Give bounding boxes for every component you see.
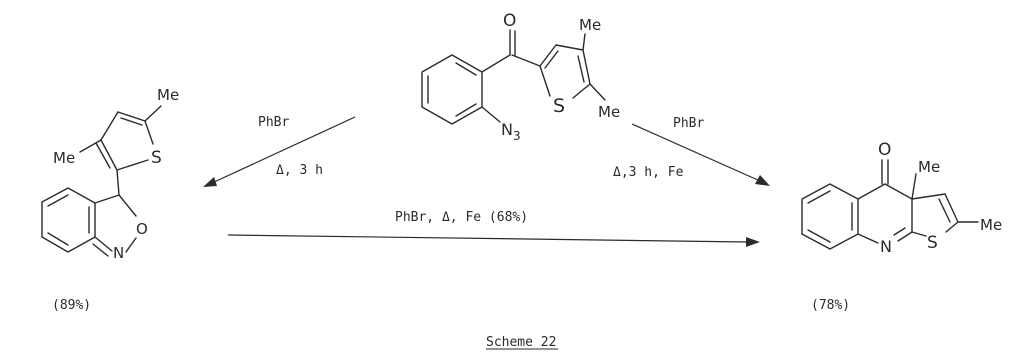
left-thiophene-bond (100, 111, 119, 141)
right-thiophene-bond (945, 221, 959, 233)
left-isoxazole-bond (94, 236, 113, 252)
right-thiophene-bond (911, 231, 927, 237)
right-ring-bond (897, 231, 913, 242)
right-sulfur-label: S (927, 233, 938, 253)
right-ring-bond (893, 227, 906, 236)
left-thiophene-bond (144, 120, 154, 145)
arrow-bottom-shaft (227, 234, 749, 243)
left-thiophene-bond (116, 159, 149, 171)
start-azide-bond (481, 106, 501, 123)
right-benzene-ring (801, 183, 859, 250)
start-bond (511, 54, 541, 67)
start-benzene-inner-bond (455, 62, 477, 76)
start-azide-label: N3 (501, 120, 521, 143)
arrow-bottom-conditions: PhBr, Δ, Fe (68%) (395, 210, 528, 225)
arrow-bottom-head (746, 237, 760, 247)
start-thiophene-bond (582, 49, 591, 85)
right-methyl-right-label: Me (980, 216, 1002, 234)
start-thiophene-bond (572, 83, 591, 99)
left-methyl-top-label: Me (157, 86, 179, 104)
arrow-left-shaft (211, 116, 356, 184)
right-thiophene-bond (944, 193, 959, 223)
start-thiophene-bond (555, 44, 584, 51)
left-isoxazole-bond (94, 194, 120, 204)
left-benzene-inner-bond (47, 232, 69, 246)
start-methyl-bond (582, 33, 586, 51)
arrow-left-head (203, 177, 217, 187)
right-ring-bond (857, 183, 886, 200)
right-thiophene-bond (911, 193, 946, 200)
right-oxygen-label: O (878, 140, 891, 160)
arrow-left-conditions: Δ, 3 h (276, 163, 323, 178)
arrow-right-shaft (631, 123, 761, 182)
right-product-thienoquinolone: N O Me S Me (801, 140, 1002, 256)
arrow-right-conditions: Δ,3 h, Fe (613, 165, 684, 180)
left-thiophene-bond (117, 111, 146, 122)
left-methyl-bond (79, 139, 102, 153)
left-thiophene-bond (95, 142, 111, 169)
left-methyl-left-label: Me (53, 149, 75, 167)
start-benzene-ring (421, 54, 483, 125)
left-nitrogen-label: N (113, 244, 124, 262)
right-benzene-inner-bond (807, 229, 831, 243)
arrow-right-reagent: PhBr (673, 116, 704, 131)
right-ring-bond (884, 183, 913, 200)
start-oxygen-label: O (503, 11, 516, 31)
start-methyl-top-label: Me (579, 16, 601, 34)
scheme-title: Scheme 22 (486, 335, 556, 350)
starting-azido-ketone: O S Me Me N3 (421, 11, 620, 143)
left-oxygen-label: O (136, 220, 148, 238)
left-benzene-ring (41, 187, 96, 253)
left-methyl-bond (144, 105, 162, 122)
start-thiophene-bond (539, 44, 557, 67)
right-methyl-bond (911, 173, 917, 200)
start-bond (481, 54, 511, 73)
right-thiophene-bond (938, 198, 951, 223)
start-methyl-bond (589, 83, 606, 101)
start-thiophene-bond (577, 55, 585, 83)
arrow-right (631, 123, 770, 186)
right-ring-bond (857, 233, 879, 244)
arrow-bottom (227, 234, 760, 247)
left-isoxazole-bond (118, 194, 137, 217)
yield-left: (89%) (52, 298, 91, 313)
right-benzene-inner-bond (807, 190, 831, 204)
left-sulfur-label: S (151, 148, 162, 168)
left-bond (116, 169, 120, 196)
left-thiophene-bond (120, 117, 143, 126)
arrow-left-reagent: PhBr (258, 115, 289, 130)
right-nitrogen-label: N (880, 237, 892, 256)
left-thiophene-bond (100, 139, 118, 171)
start-benzene-inner-bond (455, 103, 477, 117)
start-thiophene-bond (539, 65, 551, 97)
start-methyl-right-label: Me (598, 103, 620, 121)
yield-right: (78%) (811, 298, 850, 313)
arrow-left (203, 116, 356, 187)
left-isoxazole-bond (125, 237, 137, 253)
start-thiophene-bond (544, 50, 559, 69)
left-product-benzisoxazole: O N S Me Me (41, 86, 179, 262)
left-isoxazole-bond (92, 243, 109, 257)
arrow-right-head (755, 175, 770, 186)
start-sulfur-label: S (553, 95, 565, 117)
right-methyl-top-label: Me (918, 158, 940, 176)
left-benzene-inner-bond (47, 194, 69, 207)
